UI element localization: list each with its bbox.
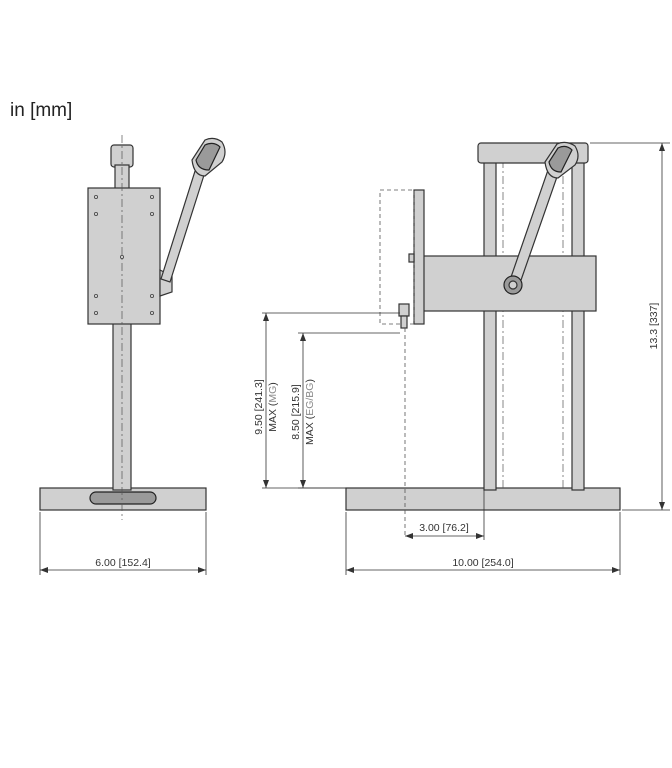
dim-height: 13.3 [337] bbox=[648, 303, 660, 350]
dim-base-width: 6.00 [152.4] bbox=[95, 557, 151, 569]
dim-max-mg-value: 9.50 [241.3] bbox=[253, 379, 265, 435]
side-base bbox=[345, 487, 621, 511]
dim-max-eg-label: MAX (EG/BG) bbox=[304, 379, 316, 445]
dim-throat: 3.00 [76.2] bbox=[419, 522, 469, 534]
front-housing bbox=[87, 187, 161, 325]
side-gauge-plate bbox=[413, 189, 425, 325]
side-column-left bbox=[483, 161, 497, 491]
units-label: in [mm] bbox=[10, 100, 73, 121]
dim-max-mg-label: MAX (MG) bbox=[267, 382, 279, 432]
dim-total-width: 10.00 [254.0] bbox=[452, 557, 513, 569]
dim-max-eg-value: 8.50 [215.9] bbox=[290, 384, 302, 440]
front-lever-arm bbox=[160, 167, 206, 283]
front-base-slot bbox=[89, 491, 157, 505]
side-column-right bbox=[571, 161, 585, 491]
front-view: 6.00 [152.4] bbox=[39, 135, 226, 575]
side-view: 13.3 [337] 9.50 [241.3] MAX (MG) 8.50 [2… bbox=[253, 141, 670, 575]
